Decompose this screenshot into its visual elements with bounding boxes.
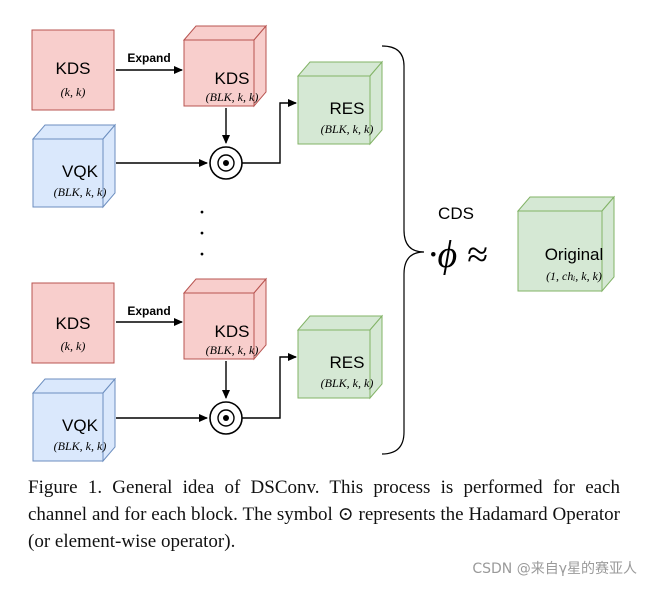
kds-cube-dims: (BLK, k, k) bbox=[206, 343, 259, 357]
cds-label: CDS bbox=[438, 204, 474, 223]
vqk-cube bbox=[31, 377, 117, 463]
original-dims: (1, chᵢ, k, k) bbox=[546, 269, 602, 283]
watermark: CSDN @来自γ星的赛亚人 bbox=[472, 561, 637, 577]
original-label: Original bbox=[545, 245, 604, 264]
kds-input-box bbox=[31, 282, 115, 364]
vqk-dims: (BLK, k, k) bbox=[54, 185, 107, 199]
vqk-label: VQK bbox=[62, 162, 99, 181]
hadamard-to-res-arrow bbox=[242, 99, 297, 164]
kds-input-dims: (k, k) bbox=[61, 85, 86, 99]
kds-input-label: KDS bbox=[56, 59, 91, 78]
right-curly-brace bbox=[381, 45, 425, 455]
kds-cube-dims: (BLK, k, k) bbox=[206, 90, 259, 104]
hadamard-operator-icon bbox=[209, 146, 243, 180]
expand-label: Expand bbox=[127, 51, 170, 65]
ellipsis-dot: · bbox=[198, 242, 206, 268]
res-label: RES bbox=[330, 353, 365, 372]
vqk-label: VQK bbox=[62, 416, 99, 435]
hadamard-to-res-arrow bbox=[242, 353, 297, 419]
block-2: KDS (k, k) Expand KDS (BLK, k, k) VQK (B… bbox=[31, 277, 384, 463]
res-cube bbox=[296, 60, 384, 146]
vertical-ellipsis: · · · bbox=[198, 200, 206, 268]
vqk-cube bbox=[31, 123, 117, 209]
kds-cube-label: KDS bbox=[215, 69, 250, 88]
figure-caption: Figure 1. General idea of DSConv. This p… bbox=[28, 477, 620, 552]
kds-cube-label: KDS bbox=[215, 322, 250, 341]
expand-label: Expand bbox=[127, 304, 170, 318]
vqk-dims: (BLK, k, k) bbox=[54, 439, 107, 453]
res-dims: (BLK, k, k) bbox=[321, 122, 374, 136]
kds-input-dims: (k, k) bbox=[61, 339, 86, 353]
res-cube bbox=[296, 314, 384, 400]
res-dims: (BLK, k, k) bbox=[321, 376, 374, 390]
hadamard-operator-icon bbox=[209, 401, 243, 435]
kds-input-box bbox=[31, 29, 115, 111]
kds-input-label: KDS bbox=[56, 314, 91, 333]
res-label: RES bbox=[330, 99, 365, 118]
ellipsis-dot: · bbox=[198, 221, 206, 247]
phi-approx-symbol: ·ϕ ≈ bbox=[428, 234, 488, 276]
original-cube bbox=[516, 195, 616, 293]
kds-cube bbox=[182, 277, 268, 361]
dsconv-diagram: KDS (k, k) Expand KDS (BLK, k, k) VQK (B… bbox=[31, 24, 616, 463]
ellipsis-dot: · bbox=[198, 200, 206, 226]
block-1: KDS (k, k) Expand KDS (BLK, k, k) VQK (B… bbox=[31, 24, 384, 209]
kds-cube bbox=[182, 24, 268, 108]
